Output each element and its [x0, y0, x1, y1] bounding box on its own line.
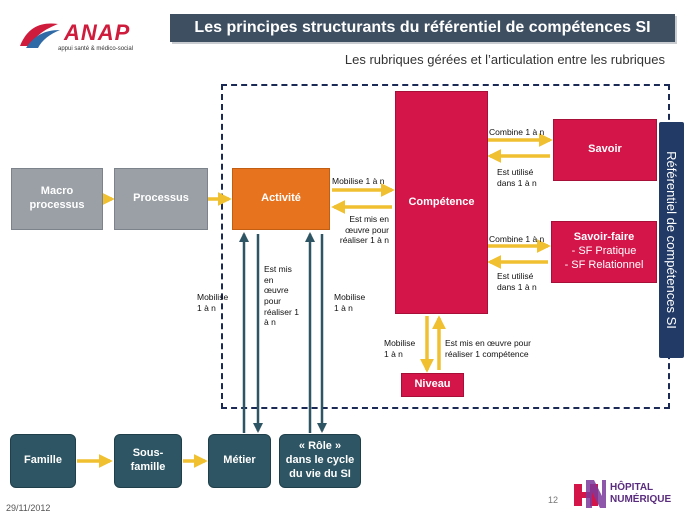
anap-logo-mark-icon	[20, 23, 60, 48]
savoir-faire-pratique: - SF Pratique	[571, 245, 637, 258]
brand-line2: NUMÉRIQUE	[610, 493, 672, 505]
box-savoir: Savoir	[553, 119, 657, 181]
label-mobilise-metier: Mobilise 1 à n	[197, 292, 229, 313]
box-savoir-faire: Savoir-faire - SF Pratique - SF Relation…	[551, 221, 657, 283]
label-combine-savoir-faire: Combine 1 à n	[489, 234, 545, 244]
box-processus: Processus	[114, 168, 208, 230]
anap-logo: ANAP appui santé & médico-social	[14, 18, 164, 54]
box-activite: Activité	[232, 168, 330, 230]
box-macro-processus: Macro processus	[11, 168, 103, 230]
label-utilise-savoir-faire: Est utilisé dans 1 à n	[497, 271, 537, 292]
box-famille: Famille	[10, 434, 76, 488]
logo-text: ANAP	[64, 20, 131, 45]
label-mobilise-role: Mobilise 1 à n	[334, 292, 366, 313]
box-competence: Compétence	[395, 91, 488, 314]
savoir-faire-relationnel: - SF Relationnel	[564, 258, 644, 271]
side-label-text: Référentiel de compétences SI	[664, 151, 679, 329]
box-sous-famille: Sous- famille	[114, 434, 182, 488]
label-mis-en-oeuvre-niveau: Est mis en œuvre pour réaliser 1 compéte…	[445, 338, 531, 359]
label-mis-en-oeuvre-metier: Est mis en œuvre pour réaliser 1 à n	[264, 264, 299, 328]
box-niveau: Niveau	[401, 373, 464, 397]
savoir-faire-title: Savoir-faire	[573, 231, 635, 244]
hopital-numerique-logo: HÔPITAL NUMÉRIQUE	[572, 478, 682, 510]
label-combine-savoir: Combine 1 à n	[489, 127, 545, 137]
hn-logo-mark-icon	[574, 480, 606, 508]
box-role: « Rôle » dans le cycle du vie du SI	[279, 434, 361, 488]
label-mobilise-activite: Mobilise 1 à n	[332, 176, 385, 186]
brand-line1: HÔPITAL	[610, 482, 654, 493]
page-subtitle: Les rubriques gérées et l’articulation e…	[344, 52, 665, 67]
referentiel-side-label: Référentiel de compétences SI	[659, 122, 684, 358]
page-number: 12	[548, 495, 559, 505]
page-title: Les principes structurants du référentie…	[170, 14, 675, 42]
logo-subtitle: appui santé & médico-social	[58, 46, 134, 52]
label-mis-en-oeuvre-activite: Est mis en œuvre pour réaliser 1 à n	[339, 214, 389, 246]
label-mobilise-niveau: Mobilise 1 à n	[384, 338, 416, 359]
box-metier: Métier	[208, 434, 271, 488]
label-utilise-savoir: Est utilisé dans 1 à n	[497, 167, 537, 188]
footer-date: 29/11/2012	[6, 503, 51, 513]
